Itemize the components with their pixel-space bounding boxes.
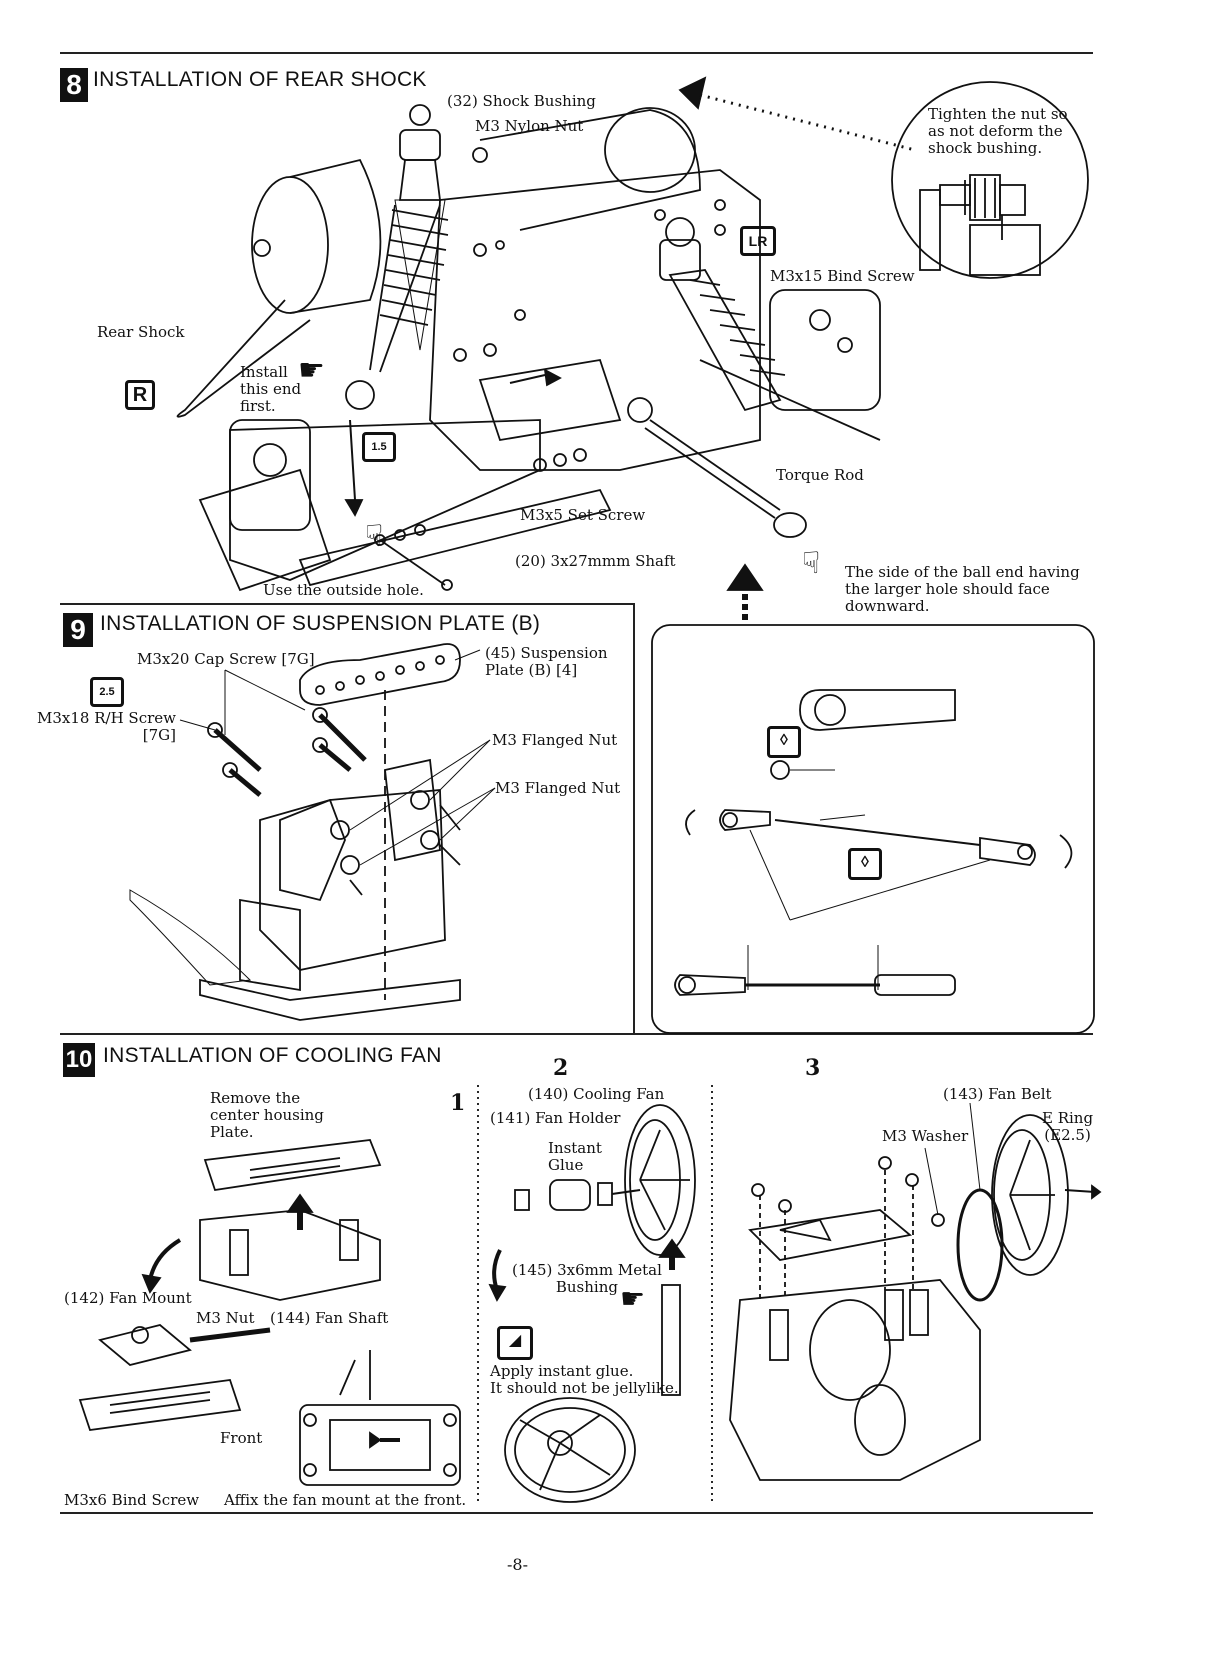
step-1-number: 1: [450, 1090, 466, 1116]
label-fan-mount: (142) Fan Mount: [64, 1289, 192, 1307]
section9-right-rule: [633, 603, 635, 1033]
label-fan-shaft: (144) Fan Shaft: [270, 1309, 389, 1327]
label-shock-bushing: (32) Shock Bushing: [447, 92, 596, 110]
pointing-hand-icon-4: ☛: [620, 1282, 646, 1315]
label-metal-bushing: (145) 3x6mm Metal Bushing: [512, 1261, 662, 1296]
step-3-number: 3: [805, 1055, 821, 1081]
cooling-fan-drawings: [78, 1085, 1102, 1505]
label-rh-screw: M3x18 R/H Screw [7G]: [37, 709, 176, 744]
label-fan-belt: (143) Fan Belt: [943, 1085, 1052, 1103]
section-9-title: INSTALLATION OF SUSPENSION PLATE (B): [100, 612, 541, 635]
label-install-first: Install this end first.: [240, 363, 302, 415]
section-8-number: 8: [60, 68, 88, 102]
label-flanged-nut-2: M3 Flanged Nut: [495, 779, 621, 797]
pointing-hand-icon-3: ☟: [802, 546, 821, 581]
label-ball-end-note: The side of the ball end having the larg…: [845, 563, 1080, 615]
label-e-ring: E Ring (E2.5): [1042, 1109, 1094, 1144]
label-flanged-nut-1: M3 Flanged Nut: [492, 731, 618, 749]
tie-rod-box-drawing: [651, 624, 1095, 1034]
section9-top-rule: [60, 603, 634, 605]
label-outside-hole: Use the outside hole.: [263, 581, 424, 599]
label-torque-rod: Torque Rod: [776, 466, 864, 484]
instant-glue-icon: ◢: [497, 1326, 533, 1360]
label-bind-screw-m3x6: M3x6 Bind Screw: [64, 1491, 200, 1509]
label-nylon-nut: M3 Nylon Nut: [475, 117, 584, 135]
label-instant-glue: Instant Glue: [548, 1139, 602, 1174]
pliers-icon-2: ◊: [848, 848, 882, 880]
top-rule: [60, 52, 1093, 54]
label-fan-holder: (141) Fan Holder: [490, 1109, 621, 1127]
label-bind-screw: M3x15 Bind Screw: [770, 267, 915, 285]
upward-dashed-arrow: [726, 563, 764, 620]
label-apply-glue: Apply instant glue. It should not be jel…: [490, 1362, 679, 1397]
label-tighten-note: Tighten the nut so as not deform the sho…: [928, 105, 1068, 157]
section-10-number: 10: [63, 1043, 95, 1077]
label-cooling-fan: (140) Cooling Fan: [528, 1085, 665, 1103]
pointing-hand-icon: ☛: [298, 353, 325, 388]
label-front: Front: [220, 1429, 263, 1447]
step-2-number: 2: [553, 1055, 569, 1081]
page-number: -8-: [507, 1555, 528, 1574]
label-m3-nut: M3 Nut: [196, 1309, 255, 1327]
rear-chassis-drawing: [176, 76, 916, 592]
label-remove-housing: Remove the center housing Plate.: [210, 1089, 324, 1141]
label-shaft: (20) 3x27mmm Shaft: [515, 552, 676, 570]
badge-r-icon: R: [125, 380, 155, 410]
hex-wrench-1-5-icon: 1.5: [362, 432, 396, 462]
label-affix-note: Affix the fan mount at the front.: [224, 1491, 467, 1509]
bottom-rule: [60, 1512, 1093, 1514]
label-m3-washer: M3 Washer: [882, 1127, 969, 1145]
hex-wrench-2-5-icon: 2.5: [90, 677, 124, 707]
label-set-screw: M3x5 Set Screw: [520, 506, 646, 524]
label-cap-screw: M3x20 Cap Screw [7G]: [137, 650, 315, 668]
badge-lr-icon: LR: [740, 226, 776, 256]
label-suspension-plate: (45) Suspension Plate (B) [4]: [485, 644, 608, 679]
suspension-plate-drawing: [129, 643, 496, 1021]
label-rear-shock: Rear Shock: [97, 323, 185, 341]
pointing-hand-icon-2: ☟: [365, 519, 384, 554]
section-10-title: INSTALLATION OF COOLING FAN: [103, 1044, 442, 1067]
section-9-number: 9: [63, 613, 93, 647]
section-8-title: INSTALLATION OF REAR SHOCK: [93, 68, 427, 91]
section10-top-rule: [60, 1033, 1093, 1035]
pliers-icon: ◊: [767, 726, 801, 758]
nut-detail-circle: [891, 81, 1089, 279]
